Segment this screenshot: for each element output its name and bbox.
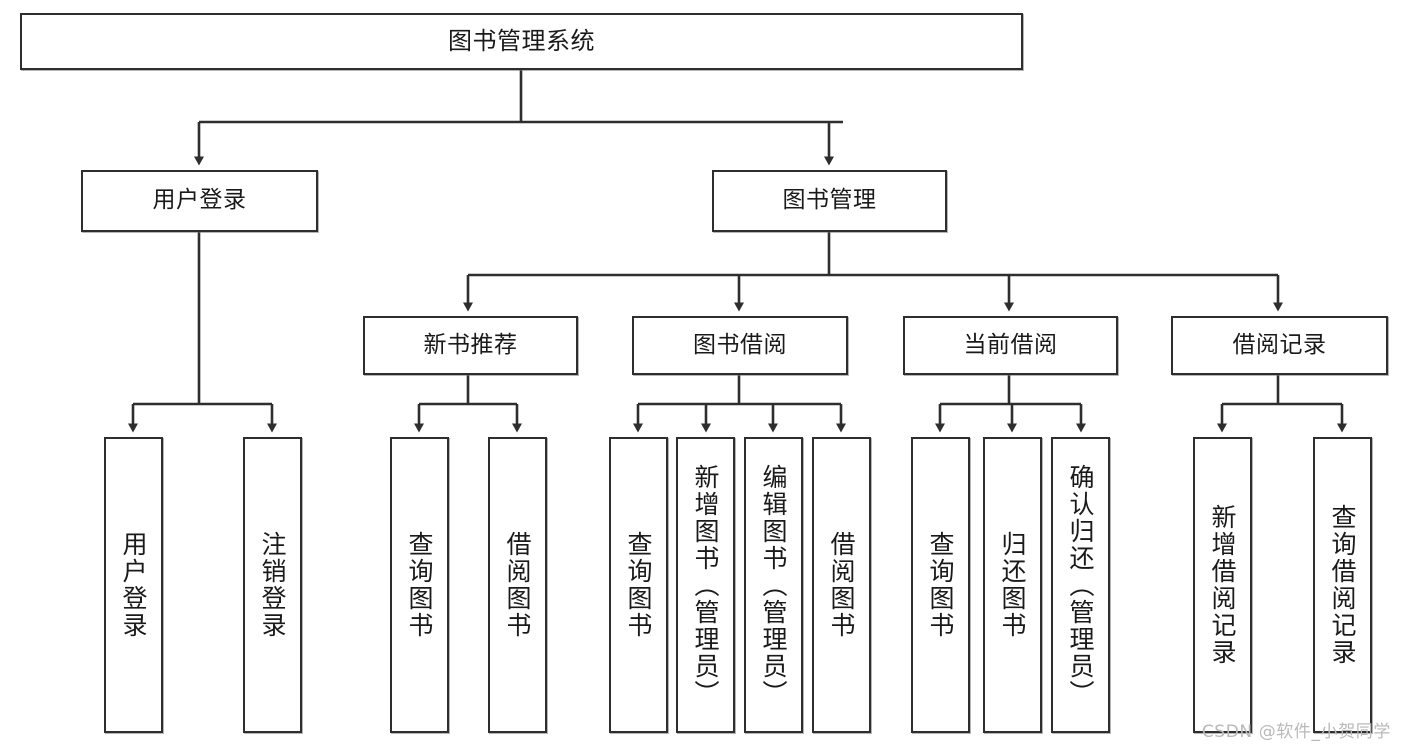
leaf-query-borrow-record[interactable]: 查询借阅记录 [1313,437,1372,733]
leaf-logout[interactable]: 注销登录 [243,437,302,733]
leaf-add-book-admin[interactable]: 新增图书（管理员） [676,437,735,733]
node-label: 查询图书 [624,531,653,639]
leaf-user-login[interactable]: 用户登录 [104,437,163,733]
node-label: 图书借阅 [693,331,787,358]
leaf-query-book-borrow[interactable]: 查询图书 [609,437,668,733]
leaf-query-book-current[interactable]: 查询图书 [911,437,970,733]
node-book-management[interactable]: 图书管理 [712,170,947,232]
node-new-book-recommend[interactable]: 新书推荐 [363,316,578,375]
leaf-return-book[interactable]: 归还图书 [983,437,1042,733]
node-label: 当前借阅 [963,331,1058,358]
edge-root-to-level1 [194,70,843,166]
node-current-borrow[interactable]: 当前借阅 [903,316,1118,375]
node-label: 用户登录 [119,531,148,639]
node-user-login[interactable]: 用户登录 [81,170,318,232]
leaf-borrow-book-recommend[interactable]: 借阅图书 [488,437,547,733]
node-label: 确认归还（管理员） [1066,463,1095,707]
edge-newbook-to-leaves [414,375,522,433]
node-label: 查询图书 [926,531,955,639]
edge-record-to-leaves [1217,375,1347,433]
node-root-system[interactable]: 图书管理系统 [20,13,1023,70]
node-label: 查询借阅记录 [1328,504,1357,666]
edge-bookmgmt-to-level2 [463,232,1283,312]
node-label: 查询图书 [405,531,434,639]
edge-borrow-to-leaves [633,375,846,433]
leaf-query-book-recommend[interactable]: 查询图书 [390,437,449,733]
node-label: 借阅图书 [827,531,856,639]
watermark-text: CSDN @软件_小贺同学 [1201,722,1391,742]
edge-current-to-leaves [935,375,1086,433]
node-label: 借阅记录 [1232,331,1327,358]
node-label: 编辑图书（管理员） [759,463,788,707]
node-label: 新书推荐 [423,331,518,358]
leaf-confirm-return-admin[interactable]: 确认归还（管理员） [1051,437,1110,733]
node-label: 借阅图书 [503,531,532,639]
node-label: 新增图书（管理员） [691,463,720,707]
node-borrow-record[interactable]: 借阅记录 [1171,316,1388,375]
edge-userlogin-to-leaves [128,232,277,433]
node-label: 新增借阅记录 [1208,504,1237,666]
node-book-borrow[interactable]: 图书借阅 [632,316,848,375]
node-label: 图书管理系统 [448,27,595,56]
node-label: 归还图书 [998,531,1027,639]
leaf-edit-book-admin[interactable]: 编辑图书（管理员） [744,437,803,733]
node-label: 用户登录 [152,187,247,214]
leaf-borrow-book[interactable]: 借阅图书 [812,437,871,733]
leaf-add-borrow-record[interactable]: 新增借阅记录 [1193,437,1252,733]
node-label: 注销登录 [258,531,287,639]
node-label: 图书管理 [782,187,877,214]
